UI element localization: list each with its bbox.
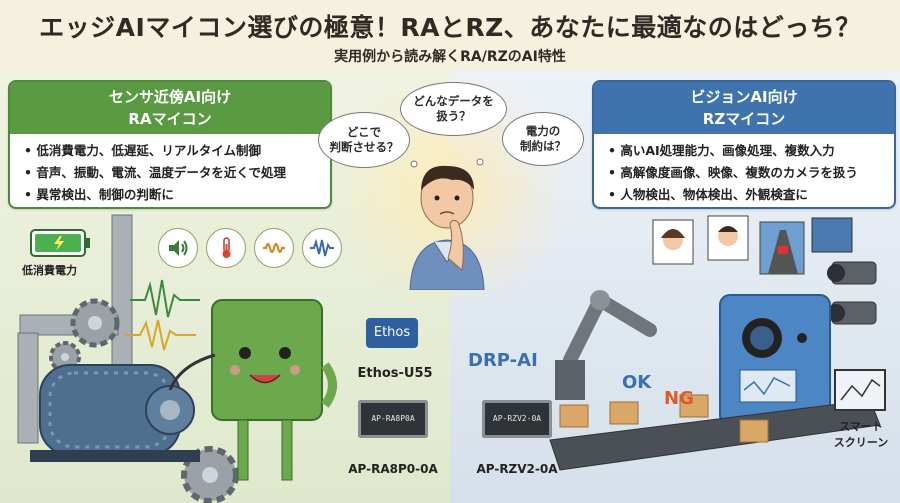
rz-heading-line1: ビジョンAI向け — [690, 88, 798, 106]
ra-panel-heading: センサ近傍AI向け RAマイコン — [10, 82, 330, 134]
page-title: エッジAIマイコン選びの極意！RAとRZ、あなたに最適なのはどっち？ — [39, 13, 861, 42]
ra-chip-label: AP-RA8P0-0A — [348, 462, 438, 476]
rz-panel-heading: ビジョンAI向け RZマイコン — [594, 82, 894, 134]
rz-chip-label: AP-RZV2-0A — [476, 462, 558, 476]
bubble-data-line1: どんなデータを — [413, 94, 494, 108]
bubble-power-line1: 電力の — [525, 124, 561, 138]
ng-label: NG — [664, 388, 694, 409]
list-item: 高解像度画像、映像、複数のカメラを扱う — [608, 162, 886, 184]
ra-feature-list: 低消費電力、低遅延、リアルタイム制御 音声、振動、電流、温度データを近くで処理 … — [10, 134, 330, 206]
gear-icon — [181, 446, 239, 503]
camera-icon — [827, 301, 877, 325]
smart-screen-label: スマート スクリーン — [826, 418, 896, 450]
thinking-person-illustration — [409, 158, 485, 290]
ok-label: OK — [622, 372, 652, 393]
ethos-label: Ethos-U55 — [357, 366, 433, 381]
smart-screen-label-line1: スマート — [839, 420, 883, 433]
list-item: 高いAI処理能力、画像処理、複数入力 — [608, 140, 886, 162]
ra-heading-line2: RAマイコン — [128, 110, 212, 128]
rz-chip: AP-RZV2-0A — [482, 400, 552, 438]
battery-icon — [30, 229, 90, 257]
list-item: 人物検出、物体検出、外観検査に — [608, 184, 886, 206]
ra-panel: センサ近傍AI向け RAマイコン 低消費電力、低遅延、リアルタイム制御 音声、振… — [8, 80, 332, 209]
bubble-power: 電力の 制約は？ — [502, 112, 584, 166]
list-item: 異常検出、制御の判断に — [24, 184, 322, 206]
bubble-data: どんなデータを 扱う？ — [400, 82, 507, 136]
waveform-icon — [302, 228, 342, 268]
speaker-icon — [158, 228, 198, 268]
vision-scene-illustration — [549, 215, 886, 471]
bubble-where-line1: どこで — [346, 125, 382, 139]
ethos-logo: Ethos — [366, 318, 418, 348]
bubble-where-line2: 判断させる？ — [329, 140, 399, 154]
bubble-where: どこで 判断させる？ — [318, 112, 410, 168]
camera-icon — [827, 261, 877, 285]
drp-ai-logo: DRP-AI — [468, 350, 538, 371]
page-subtitle: 実用例から読み解くRA/RZのAI特性 — [334, 49, 566, 65]
list-item: 低消費電力、低遅延、リアルタイム制御 — [24, 140, 322, 162]
ra-heading-line1: センサ近傍AI向け — [108, 88, 232, 106]
coil-icon — [254, 228, 294, 268]
rz-heading-line2: RZマイコン — [702, 110, 786, 128]
bubble-power-line2: 制約は？ — [520, 139, 566, 153]
smart-screen-label-line2: スクリーン — [833, 436, 889, 449]
rz-panel: ビジョンAI向け RZマイコン 高いAI処理能力、画像処理、複数入力 高解像度画… — [592, 80, 896, 209]
ra-chip: AP-RA8P0A — [358, 400, 428, 438]
bubble-data-line2: 扱う？ — [436, 109, 471, 123]
industrial-scene-illustration — [17, 214, 337, 503]
rz-feature-list: 高いAI処理能力、画像処理、複数入力 高解像度画像、映像、複数のカメラを扱う 人… — [594, 134, 894, 206]
thermometer-icon — [206, 228, 246, 268]
list-item: 音声、振動、電流、温度データを近くで処理 — [24, 162, 322, 184]
gear-icon — [70, 298, 120, 348]
battery-label: 低消費電力 — [22, 264, 77, 277]
